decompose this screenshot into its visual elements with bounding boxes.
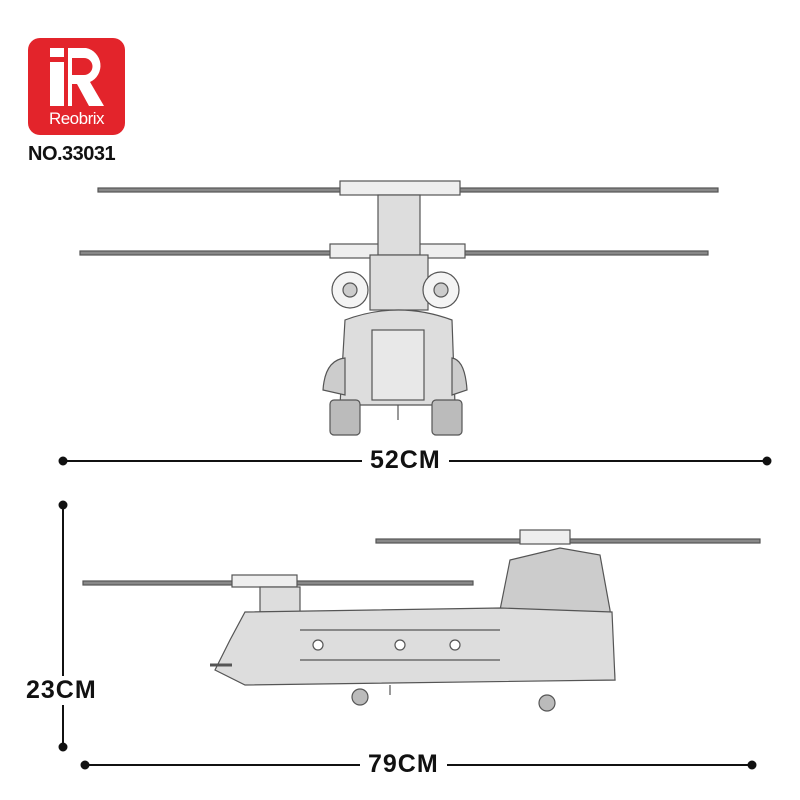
- brand-logo: Reobrix: [28, 38, 125, 135]
- logo-wordmark: Reobrix: [48, 109, 105, 128]
- height-label: 23CM: [22, 676, 101, 705]
- front-view-helicopter: [79, 180, 719, 436]
- width-label: 52CM: [362, 446, 449, 475]
- length-label: 79CM: [360, 750, 447, 779]
- logo-ir-mark: [50, 48, 104, 106]
- model-number: NO.33031: [28, 143, 116, 165]
- side-view-helicopter: [82, 529, 761, 712]
